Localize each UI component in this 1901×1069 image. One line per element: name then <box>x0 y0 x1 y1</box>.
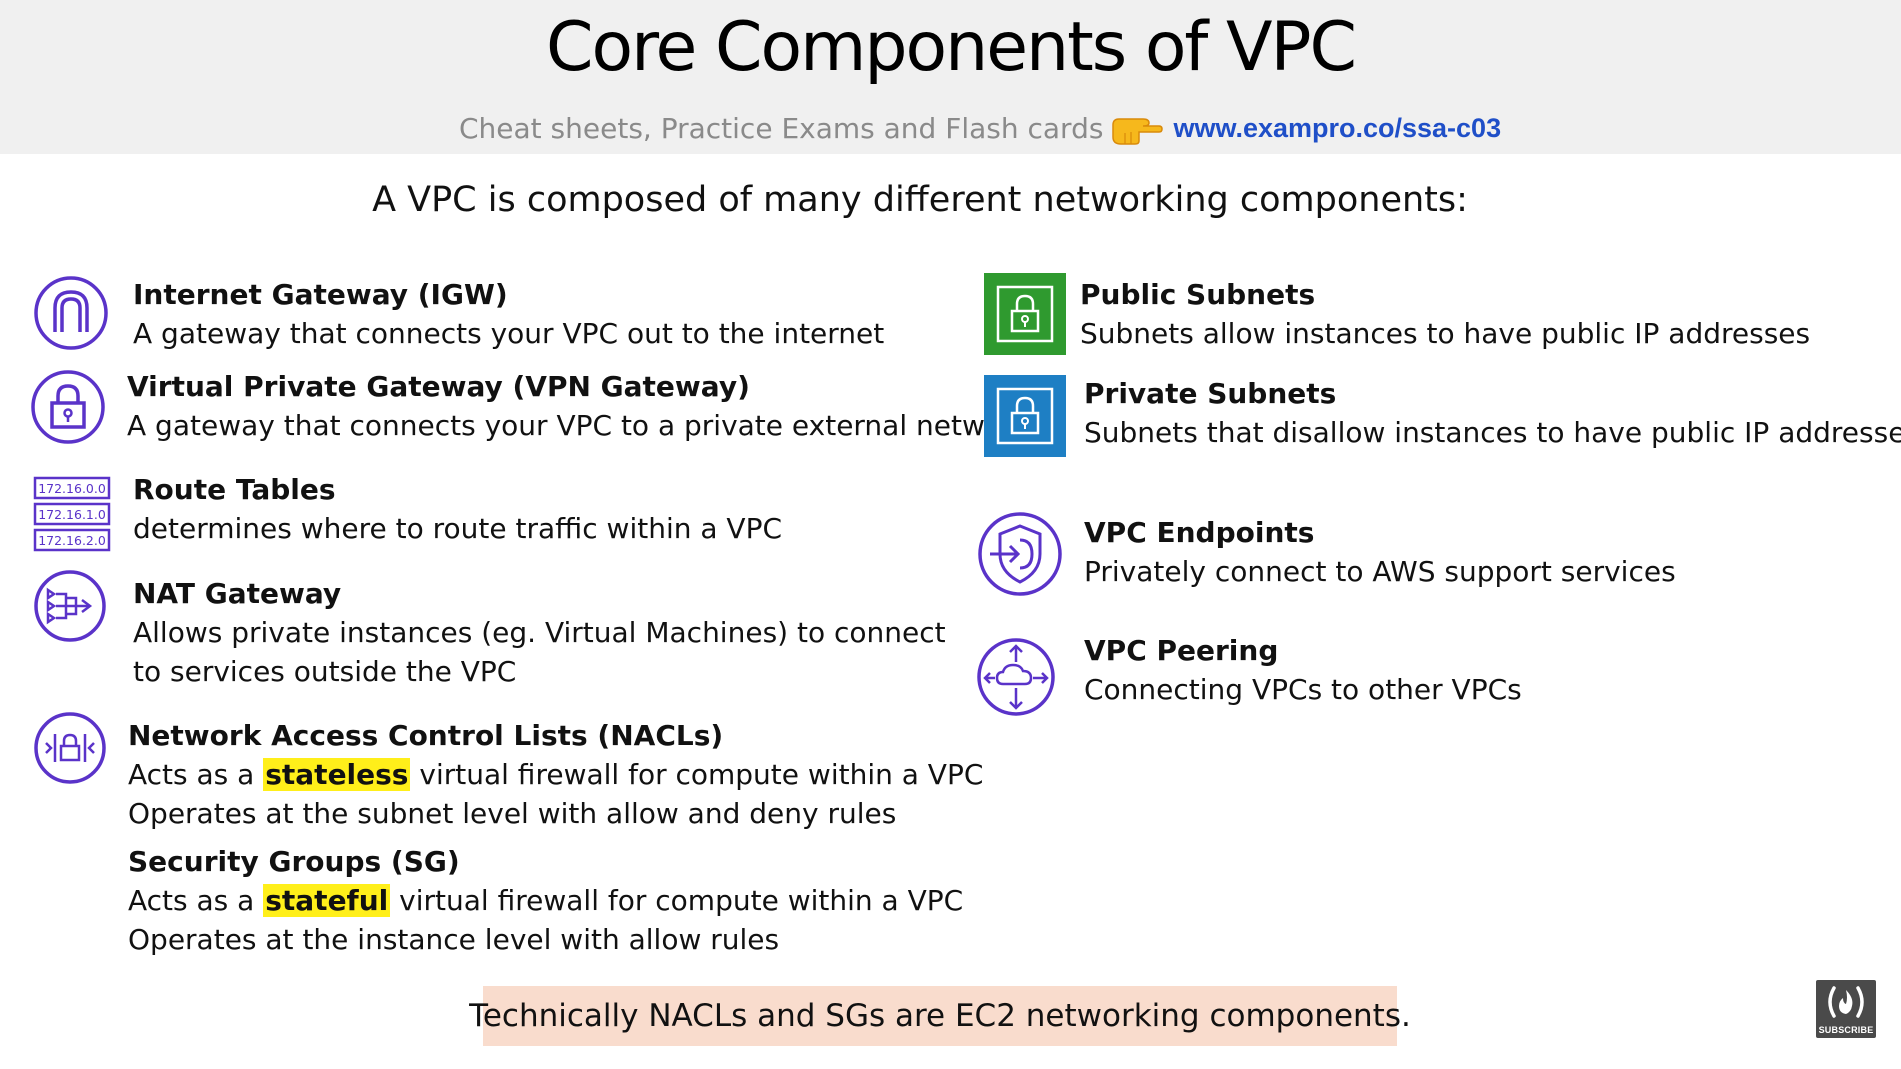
sg-desc-line-2: Operates at the instance level with allo… <box>128 923 780 956</box>
pointing-hand-icon <box>1112 118 1164 145</box>
route-item: Route Tables determines where to route t… <box>133 471 782 548</box>
promo-link[interactable]: www.exampro.co/ssa-c03 <box>1173 112 1502 143</box>
promo-line: Cheat sheets, Practice Exams and Flash c… <box>459 106 1501 150</box>
public-subnets-item: Public Subnets Subnets allow instances t… <box>1080 276 1810 353</box>
sg-desc-suffix: virtual firewall for compute within a VP… <box>390 884 964 917</box>
nat-desc-line-1: Allows private instances (eg. Virtual Ma… <box>133 616 946 649</box>
vpc-peering-desc: Connecting VPCs to other VPCs <box>1084 673 1522 706</box>
subscribe-label: SUBSCRIBE <box>1818 1025 1874 1035</box>
private-subnets-item: Private Subnets Subnets that disallow in… <box>1084 375 1901 452</box>
sg-item: Security Groups (SG) Acts as a stateful … <box>128 843 963 959</box>
nacl-desc-prefix: Acts as a <box>128 758 264 791</box>
route-row-3: 172.16.2.0 <box>38 533 106 548</box>
route-row-2: 172.16.1.0 <box>38 507 106 522</box>
freecodecamp-flame-icon <box>1828 986 1864 1018</box>
vpn-gateway-icon <box>31 370 105 444</box>
public-subnet-icon <box>984 273 1066 355</box>
header-band: Core Components of VPC Cheat sheets, Pra… <box>0 0 1901 154</box>
vpc-peering-item: VPC Peering Connecting VPCs to other VPC… <box>1084 632 1522 709</box>
sg-desc-line-1: Acts as a stateful virtual firewall for … <box>128 881 963 920</box>
nat-title: NAT Gateway <box>133 577 342 610</box>
intro-text: A VPC is composed of many different netw… <box>372 180 1468 220</box>
route-desc: determines where to route traffic within… <box>133 512 783 545</box>
nacl-desc-line-2: Operates at the subnet level with allow … <box>128 797 897 830</box>
sg-title: Security Groups (SG) <box>128 845 460 878</box>
nacl-desc-suffix: virtual firewall for compute within a VP… <box>410 758 984 791</box>
vpc-endpoints-title: VPC Endpoints <box>1084 516 1315 549</box>
vpc-endpoints-desc: Privately connect to AWS support service… <box>1084 555 1676 588</box>
nacl-highlight: stateless <box>263 758 411 791</box>
footnote: Technically NACLs and SGs are EC2 networ… <box>469 986 1411 1046</box>
vpc-endpoints-item: VPC Endpoints Privately connect to AWS s… <box>1084 514 1676 591</box>
public-subnets-desc: Subnets allow instances to have public I… <box>1080 317 1811 350</box>
vpc-peering-icon <box>977 638 1055 716</box>
nat-gateway-icon <box>34 570 106 642</box>
vpc-endpoints-icon <box>978 512 1062 596</box>
nat-desc-line-2: to services outside the VPC <box>133 655 517 688</box>
sg-desc-prefix: Acts as a <box>128 884 264 917</box>
private-subnets-title: Private Subnets <box>1084 377 1337 410</box>
vpn-item: Virtual Private Gateway (VPN Gateway) A … <box>127 368 1030 445</box>
route-row-1: 172.16.0.0 <box>38 481 106 496</box>
igw-desc: A gateway that connects your VPC out to … <box>133 317 885 350</box>
public-subnets-title: Public Subnets <box>1080 278 1316 311</box>
vpn-desc: A gateway that connects your VPC to a pr… <box>127 409 1030 442</box>
private-subnets-desc: Subnets that disallow instances to have … <box>1084 416 1901 449</box>
nacl-icon <box>34 712 106 784</box>
private-subnet-icon <box>984 375 1066 457</box>
vpn-title: Virtual Private Gateway (VPN Gateway) <box>127 370 750 403</box>
nacl-title: Network Access Control Lists (NACLs) <box>128 719 724 752</box>
route-table-icon: 172.16.0.0 172.16.1.0 172.16.2.0 <box>33 476 111 552</box>
igw-item: Internet Gateway (IGW) A gateway that co… <box>133 276 884 353</box>
nat-item: NAT Gateway Allows private instances (eg… <box>133 575 946 691</box>
nacl-item: Network Access Control Lists (NACLs) Act… <box>128 717 983 833</box>
subscribe-button[interactable]: SUBSCRIBE <box>1816 980 1876 1038</box>
route-title: Route Tables <box>133 473 336 506</box>
vpc-peering-title: VPC Peering <box>1084 634 1279 667</box>
igw-title: Internet Gateway (IGW) <box>133 278 508 311</box>
internet-gateway-icon <box>34 276 108 350</box>
sg-highlight: stateful <box>263 884 391 917</box>
page-title: Core Components of VPC <box>546 8 1357 87</box>
nacl-desc-line-1: Acts as a stateless virtual firewall for… <box>128 755 983 794</box>
promo-text: Cheat sheets, Practice Exams and Flash c… <box>459 111 1104 145</box>
